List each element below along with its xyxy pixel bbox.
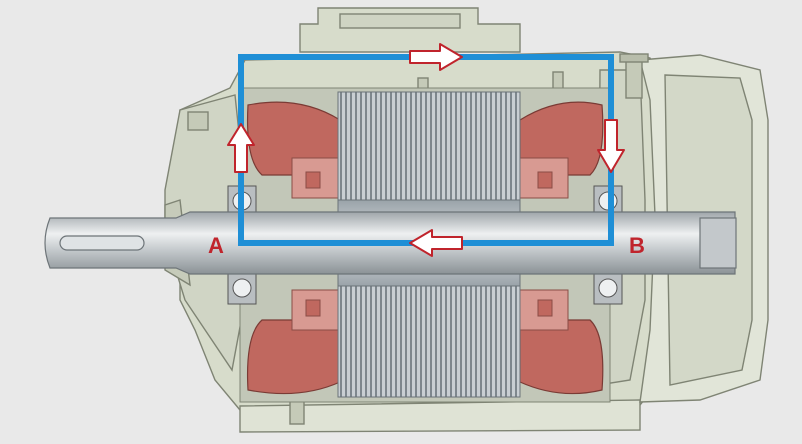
arrow-right-top <box>409 43 463 71</box>
rotor-end-rings <box>291 157 569 331</box>
arrow-up-left <box>227 123 255 173</box>
label-end-b: B <box>629 233 645 258</box>
lamination-stack <box>337 91 521 398</box>
arrow-left-bottom <box>409 229 463 257</box>
stator-end-windings <box>246 101 604 395</box>
arrow-down-right <box>597 119 625 173</box>
label-end-a: A <box>208 233 224 258</box>
